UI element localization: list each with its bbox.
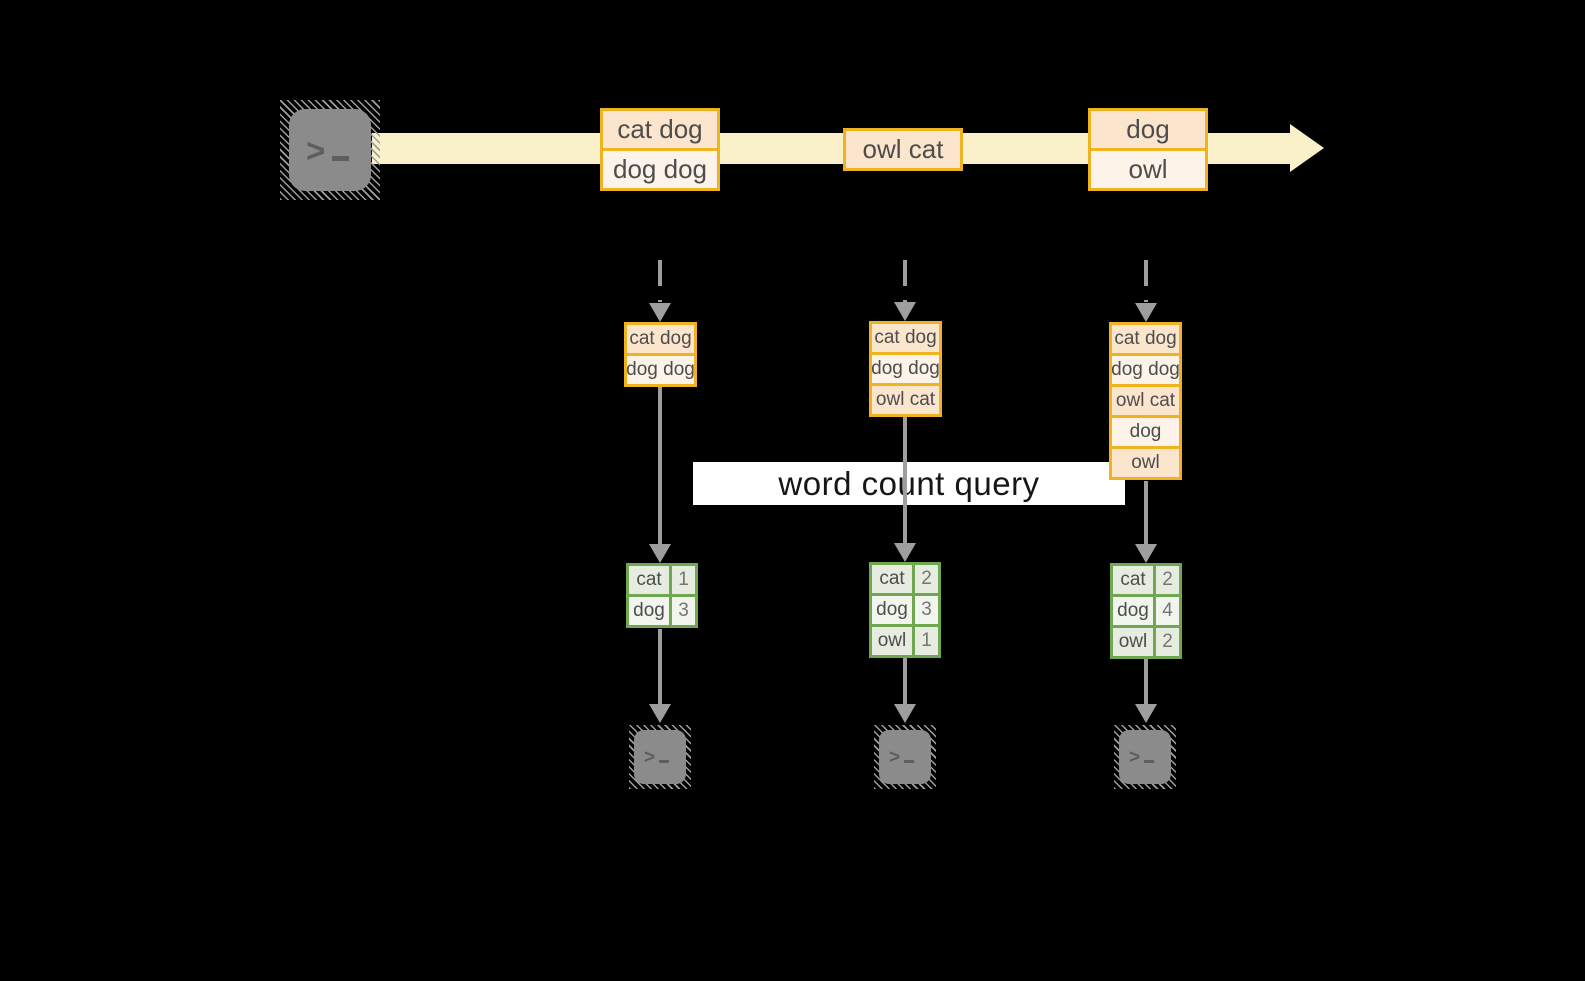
query-flow-arrow xyxy=(1144,481,1148,544)
trigger-arrowhead-icon xyxy=(649,303,671,322)
prompt-cursor-icon xyxy=(904,760,915,763)
sink-terminal-icon: > xyxy=(874,725,936,789)
micro-batch-row: dog dog xyxy=(871,352,940,383)
table-row: cat 2 xyxy=(1113,566,1179,594)
trigger-dashed-arrow xyxy=(903,260,907,302)
terminal-screen: > xyxy=(634,730,686,784)
word-cell: cat xyxy=(872,565,915,593)
sink-flow-arrowhead-icon xyxy=(1135,704,1157,723)
sink-flow-arrow xyxy=(658,629,662,705)
prompt-chevron-icon: > xyxy=(889,746,901,768)
word-count-table-3: cat 2 dog 4 owl 2 xyxy=(1110,563,1182,659)
micro-batch-stack-1: cat dog dog dog xyxy=(624,322,697,387)
word-count-table-1: cat 1 dog 3 xyxy=(626,563,698,628)
sink-flow-arrowhead-icon xyxy=(649,704,671,723)
prompt-chevron-icon: > xyxy=(644,746,656,768)
table-row: dog 3 xyxy=(629,594,695,625)
micro-batch-row: cat dog xyxy=(627,325,694,353)
query-flow-arrowhead-icon xyxy=(649,544,671,563)
micro-batch-row: dog dog xyxy=(626,353,695,384)
stream-event: owl cat xyxy=(846,131,960,168)
prompt-cursor-icon xyxy=(1144,760,1155,763)
micro-batch-row: owl xyxy=(1112,446,1179,477)
count-cell: 3 xyxy=(915,596,938,624)
sink-flow-arrow xyxy=(1144,659,1148,705)
table-row: cat 1 xyxy=(629,566,695,594)
micro-batch-row: dog dog xyxy=(1111,353,1180,384)
sink-terminal-icon: > xyxy=(1114,725,1176,789)
trigger-dashed-arrow xyxy=(658,260,662,302)
count-cell: 2 xyxy=(1156,628,1179,656)
query-flow-arrowhead-icon xyxy=(894,543,916,562)
word-cell: dog xyxy=(872,596,915,624)
count-cell: 2 xyxy=(1156,566,1179,594)
stream-batch-1: cat dog dog dog xyxy=(600,108,720,191)
table-row: cat 2 xyxy=(872,565,938,593)
source-terminal-icon: > xyxy=(280,100,380,200)
query-flow-arrow xyxy=(903,417,907,543)
word-cell: owl xyxy=(872,627,915,655)
sink-flow-arrowhead-icon xyxy=(894,704,916,723)
stream-event: owl xyxy=(1091,148,1205,188)
micro-batch-stack-3: cat dog dog dog owl cat dog owl xyxy=(1109,322,1182,480)
word-cell: dog xyxy=(629,597,672,625)
terminal-screen: > xyxy=(879,730,931,784)
stream-batch-2: owl cat xyxy=(843,128,963,171)
trigger-arrowhead-icon xyxy=(894,302,916,321)
query-flow-arrow xyxy=(658,387,662,545)
stream-batch-3: dog owl xyxy=(1088,108,1208,191)
stream-event: dog xyxy=(1091,111,1205,148)
prompt-cursor-icon xyxy=(659,760,670,763)
count-cell: 2 xyxy=(915,565,938,593)
trigger-dashed-arrow xyxy=(1144,260,1148,302)
word-cell: cat xyxy=(629,566,672,594)
terminal-screen: > xyxy=(289,109,371,191)
micro-batch-row: owl cat xyxy=(1112,384,1179,415)
word-cell: cat xyxy=(1113,566,1156,594)
prompt-chevron-icon: > xyxy=(306,131,326,169)
count-cell: 1 xyxy=(915,627,938,655)
prompt-cursor-icon xyxy=(332,155,350,161)
sink-flow-arrow xyxy=(903,658,907,705)
micro-batch-row: cat dog xyxy=(1112,325,1179,353)
query-label: word count query xyxy=(693,462,1125,505)
micro-batch-stack-2: cat dog dog dog owl cat xyxy=(869,321,942,417)
micro-batch-row: dog xyxy=(1112,415,1179,446)
micro-batch-row: owl cat xyxy=(872,383,939,414)
table-row: dog 4 xyxy=(1113,594,1179,625)
terminal-screen: > xyxy=(1119,730,1171,784)
prompt-chevron-icon: > xyxy=(1129,746,1141,768)
stream-timeline-arrowhead-icon xyxy=(1290,124,1324,172)
count-cell: 1 xyxy=(672,566,695,594)
query-flow-arrowhead-icon xyxy=(1135,544,1157,563)
table-row: owl 2 xyxy=(1113,625,1179,656)
table-row: owl 1 xyxy=(872,624,938,655)
count-cell: 4 xyxy=(1156,597,1179,625)
sink-terminal-icon: > xyxy=(629,725,691,789)
word-count-table-2: cat 2 dog 3 owl 1 xyxy=(869,562,941,658)
word-cell: owl xyxy=(1113,628,1156,656)
stream-event: dog dog xyxy=(603,148,717,188)
trigger-arrowhead-icon xyxy=(1135,303,1157,322)
word-cell: dog xyxy=(1113,597,1156,625)
table-row: dog 3 xyxy=(872,593,938,624)
micro-batch-row: cat dog xyxy=(872,324,939,352)
count-cell: 3 xyxy=(672,597,695,625)
stream-event: cat dog xyxy=(603,111,717,148)
